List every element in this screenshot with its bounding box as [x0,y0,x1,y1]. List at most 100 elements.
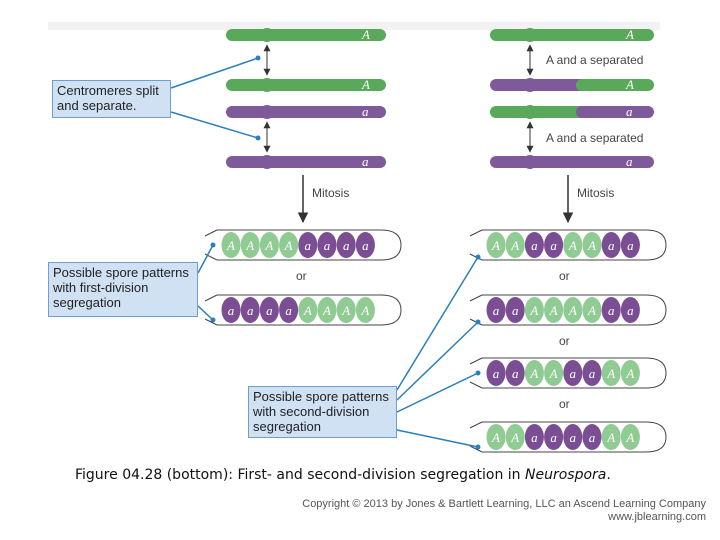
spore [298,232,318,258]
spore-label: a [550,238,557,253]
spore-label: A [606,366,615,381]
spore [279,232,299,258]
centromere [260,105,274,119]
pointer-line [396,429,479,448]
chromatid-right-2: A [490,77,654,92]
spore [582,360,602,386]
spore-label: A [491,430,500,445]
spore-label: A [322,303,331,318]
spore-label: a [362,238,369,253]
allele-label: a [362,104,369,119]
chromatid-right-3: a [490,104,654,119]
separation-arrows [263,44,534,153]
chromatid-arm-right [576,29,654,41]
spore [486,360,506,386]
or-label-right-1: or [559,269,570,283]
spore [563,232,583,258]
figure-caption: Figure 04.28 (bottom): First- and second… [75,467,611,483]
spore [620,297,640,323]
spore [355,297,375,323]
spore-label: A [491,238,500,253]
spore-label: A [549,303,558,318]
spore-label: A [587,238,596,253]
spore [240,297,260,323]
chromatid-left-2: A [226,77,386,92]
spore-label: A [529,303,538,318]
spore [601,360,621,386]
pointer-dot [475,370,481,376]
ascus-opening [204,294,218,326]
spore [544,424,564,450]
mitosis-label-left: Mitosis [312,186,349,200]
spore-label: a [608,238,615,253]
spore-label: a [228,303,235,318]
spore [505,360,525,386]
pointer-line [197,305,214,321]
separated-label-top: A and a separated [546,53,643,67]
spore-label: A [625,366,634,381]
spore [355,232,375,258]
spore [563,424,583,450]
spore-label: A [625,430,634,445]
spore-label: A [245,238,254,253]
spore [524,424,544,450]
pointer-line [170,57,259,89]
separated-label-bottom: A and a separated [546,131,643,145]
pointer-line [396,372,479,413]
copyright-line-2: www.jblearning.com [608,511,706,523]
pointer-line [197,244,214,274]
mitosis-label-right: Mitosis [577,186,614,200]
chromatid-left-4: a [226,154,386,169]
chromatid-arm-right [576,106,654,118]
caption-suffix: . [606,467,611,483]
or-label-left: or [296,269,307,283]
spore [486,424,506,450]
spore-label: a [493,303,500,318]
spore-label: A [341,303,350,318]
spore-label: a [512,366,519,381]
spore-label: A [360,303,369,318]
spore-label: a [305,238,312,253]
pointer-dot [255,135,261,141]
spore-label: a [589,366,596,381]
spore-label: A [264,238,273,253]
allele-label: A [361,77,370,92]
spore [544,297,564,323]
spore [505,232,525,258]
allele-label: A [625,77,634,92]
or-label-right-2: or [559,334,570,348]
spore-label: a [285,303,292,318]
centromeres-callout: Centromeres split and separate. [52,80,171,118]
spore-label: a [627,303,634,318]
spore-label: a [531,430,538,445]
spore-label: A [510,430,519,445]
spore-label: a [570,366,577,381]
caption-organism: Neurospora [525,467,607,483]
spore-label: a [608,303,615,318]
pointer-dot [475,444,481,450]
second-division-callout: Possible spore patterns with second-divi… [248,386,397,438]
spore-label: a [627,238,634,253]
spore-label: a [512,303,519,318]
spore [259,232,279,258]
pointer-dot [475,319,481,325]
ascus-opening [469,357,483,389]
spore [505,297,525,323]
spore [298,297,318,323]
caption-prefix: Figure 04.28 (bottom): First- and second… [75,467,526,483]
spore [240,232,260,258]
copyright-line-1: Copyright © 2013 by Jones & Bartlett Lea… [302,498,706,510]
centromere [260,155,274,169]
spore [221,232,241,258]
spore-label: a [550,430,557,445]
chromatid-left-3: a [226,104,386,119]
spore [505,424,525,450]
pointer-dot [475,254,481,260]
